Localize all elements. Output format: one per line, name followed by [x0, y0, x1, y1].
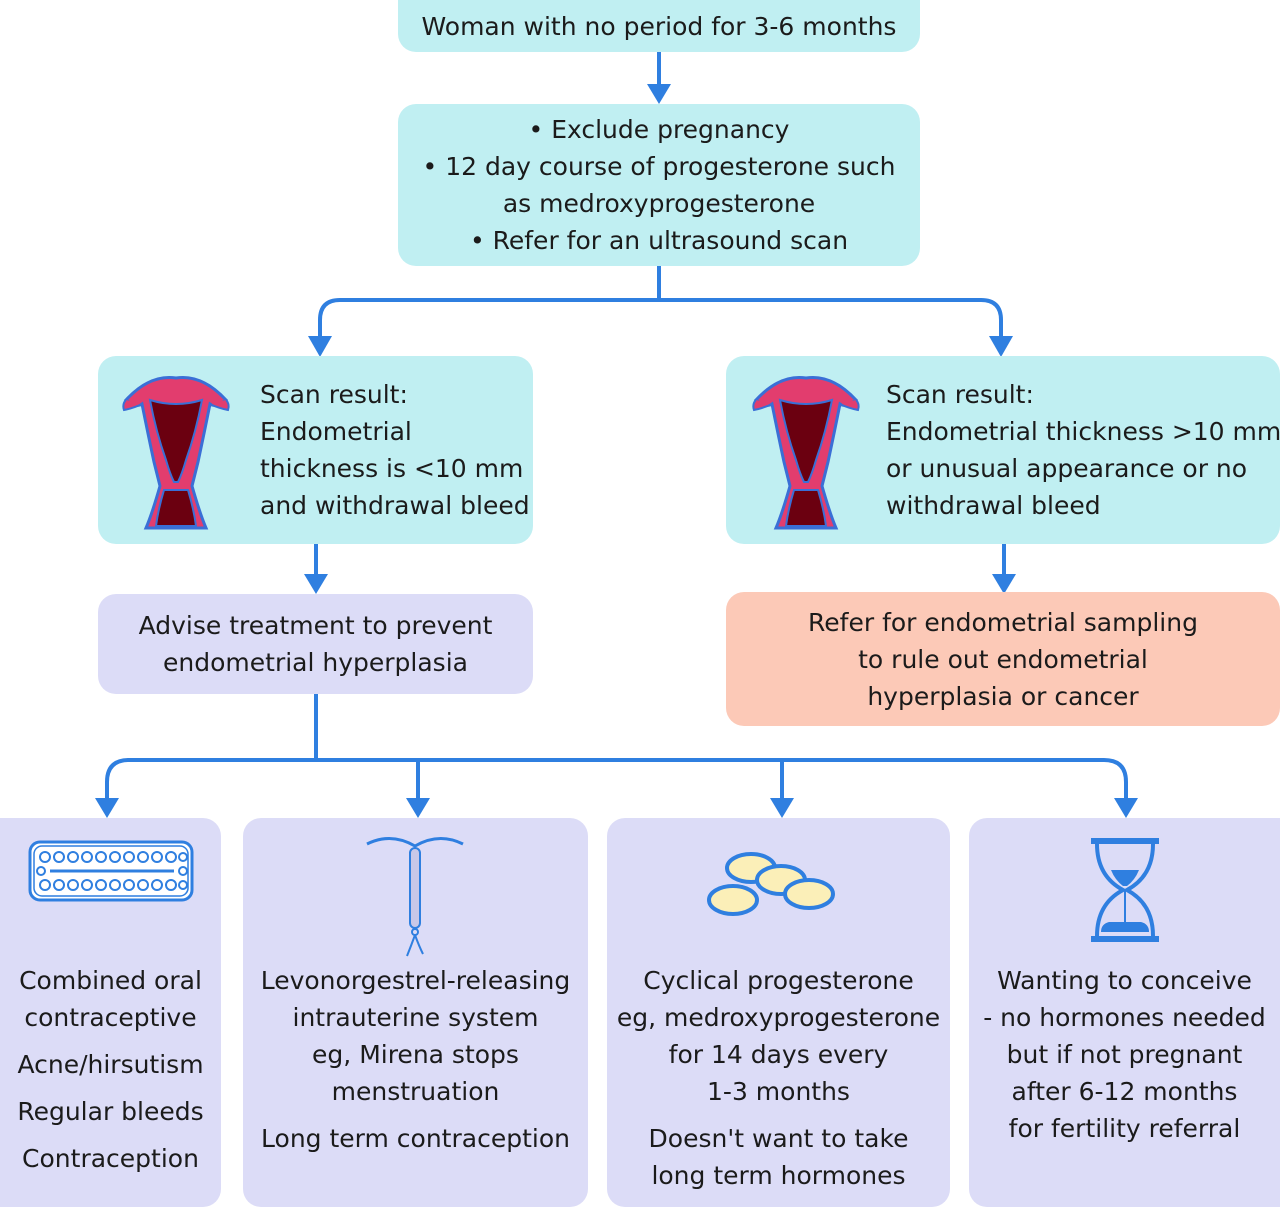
arrowhead-steps: [647, 84, 671, 104]
start-box: Woman with no period for 3-6 months: [398, 0, 920, 52]
arrowhead-advise: [304, 574, 328, 594]
advise-line-2: endometrial hyperplasia: [163, 648, 468, 677]
option-combined-oral-contraceptive: Combined oral contraceptive Acne/hirsuti…: [0, 818, 221, 1207]
option-1-line-1: Combined oral: [19, 966, 202, 995]
option-2-line-1: Levonorgestrel-releasing: [260, 966, 571, 995]
uterus-icon: [750, 374, 862, 542]
arrowhead-option2: [406, 798, 430, 818]
step-progesterone-course: • 12 day course of progesterone such: [422, 152, 896, 181]
option-3-line-1: Cyclical progesterone: [643, 966, 914, 995]
scan-right-line-4: withdrawal bleed: [886, 491, 1101, 520]
scan-right-line-2: Endometrial thickness >10 mm: [886, 417, 1280, 446]
option-4-line-4: after 6-12 months: [1011, 1077, 1238, 1106]
refer-line-3: hyperplasia or cancer: [867, 681, 1139, 711]
scan-left-line-4: and withdrawal bleed: [260, 491, 530, 520]
step-ultrasound-referral: • Refer for an ultrasound scan: [469, 226, 849, 255]
arrowhead-scan-left: [308, 336, 332, 357]
option-wanting-to-conceive: Wanting to conceive - no hormones needed…: [969, 818, 1280, 1207]
initial-steps-box: • Exclude pregnancy • 12 day course of p…: [398, 104, 920, 266]
uterus-icon: [120, 374, 232, 542]
option-3-benefit-line-2: long term hormones: [651, 1161, 906, 1190]
scan-left-line-2: Endometrial: [260, 417, 412, 446]
option-4-line-3: but if not pregnant: [1006, 1040, 1243, 1069]
refer-line-1: Refer for endometrial sampling: [808, 607, 1198, 637]
option-4-line-5: for fertility referral: [1008, 1114, 1241, 1143]
scan-right-line-1: Scan result:: [886, 380, 1034, 409]
option-2-line-2: intrauterine system: [292, 1003, 539, 1032]
connector-options-bus: [105, 758, 1128, 800]
option-1-text: Combined oral contraceptive Acne/hirsuti…: [0, 962, 221, 1177]
hourglass-icon: [1089, 836, 1161, 954]
option-1-benefit-bleeds: Regular bleeds: [17, 1097, 204, 1126]
option-4-text: Wanting to conceive - no hormones needed…: [969, 962, 1280, 1147]
arrowhead-option1: [95, 798, 119, 818]
tablets-icon: [703, 850, 839, 932]
option-3-benefit-line-1: Doesn't want to take: [648, 1124, 909, 1153]
refer-sampling-box: Refer for endometrial sampling to rule o…: [726, 592, 1280, 726]
option-cyclical-progesterone: Cyclical progesterone eg, medroxyprogest…: [607, 818, 950, 1207]
option-1-benefit-contraception: Contraception: [22, 1144, 199, 1173]
option-3-line-3: for 14 days every: [668, 1040, 889, 1069]
refer-line-2: to rule out endometrial: [858, 644, 1148, 674]
arrowhead-refer: [992, 574, 1016, 594]
advise-line-1: Advise treatment to prevent: [138, 611, 493, 640]
option-2-line-3: eg, Mirena stops: [312, 1040, 519, 1069]
step-exclude-pregnancy: • Exclude pregnancy: [528, 115, 790, 144]
scan-result-normal-text: Scan result: Endometrial thickness is <1…: [260, 376, 530, 524]
option-3-line-4: 1-3 months: [707, 1077, 850, 1106]
advise-treatment-box: Advise treatment to prevent endometrial …: [98, 594, 533, 694]
scan-left-line-3: thickness is <10 mm: [260, 454, 524, 483]
scan-result-abnormal-text: Scan result: Endometrial thickness >10 m…: [886, 376, 1280, 524]
scan-result-normal-box: Scan result: Endometrial thickness is <1…: [98, 356, 533, 544]
scan-result-abnormal-box: Scan result: Endometrial thickness >10 m…: [726, 356, 1280, 544]
pill-pack-icon: [28, 840, 194, 912]
iud-icon: [361, 832, 469, 968]
arrowhead-option4: [1114, 798, 1138, 818]
scan-right-line-3: or unusual appearance or no: [886, 454, 1248, 483]
option-1-benefit-acne: Acne/hirsutism: [17, 1050, 204, 1079]
option-3-line-2: eg, medroxyprogesterone: [616, 1003, 941, 1032]
arrowhead-scan-right: [989, 336, 1013, 357]
connector-split-right: [659, 298, 1003, 338]
option-3-text: Cyclical progesterone eg, medroxyprogest…: [607, 962, 950, 1194]
option-1-line-2: contraceptive: [24, 1003, 197, 1032]
option-2-benefit: Long term contraception: [261, 1124, 570, 1153]
start-text: Woman with no period for 3-6 months: [421, 11, 897, 41]
option-4-line-1: Wanting to conceive: [997, 966, 1252, 995]
step-progesterone-example: as medroxyprogesterone: [502, 189, 816, 218]
option-2-text: Levonorgestrel-releasing intrauterine sy…: [243, 962, 588, 1157]
arrowhead-option3: [770, 798, 794, 818]
connector-split-left: [318, 298, 659, 338]
option-2-line-4: menstruation: [331, 1077, 500, 1106]
option-levonorgestrel-ius: Levonorgestrel-releasing intrauterine sy…: [243, 818, 588, 1207]
option-4-line-2: - no hormones needed: [983, 1003, 1266, 1032]
scan-left-line-1: Scan result:: [260, 380, 408, 409]
